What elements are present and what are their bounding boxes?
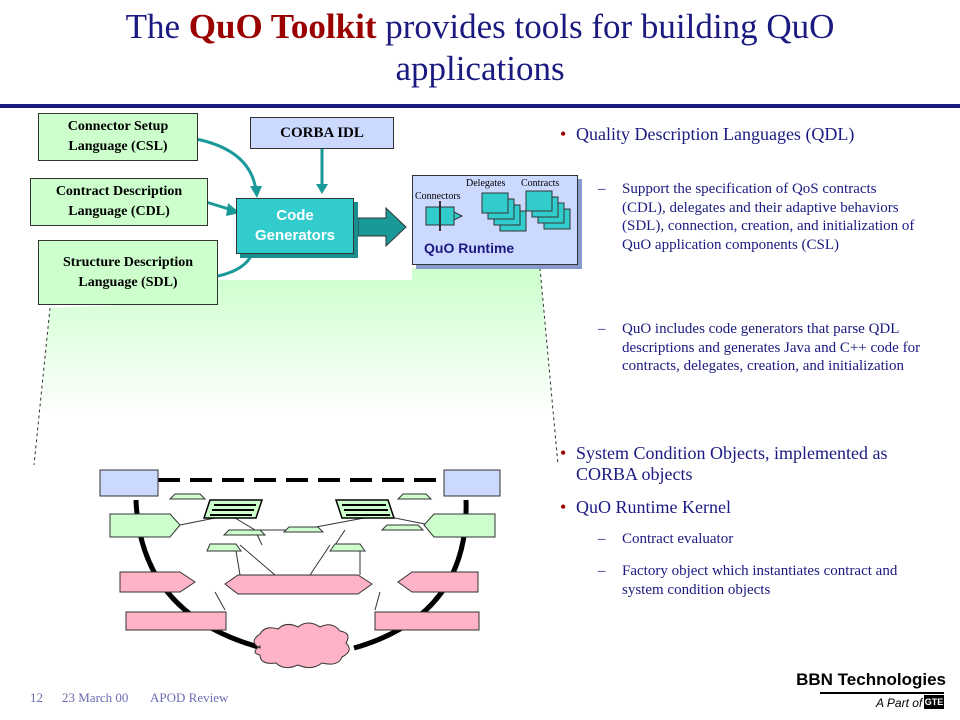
bullet-text: Quality Description Languages (QDL)	[576, 124, 855, 144]
connector-arrow	[453, 211, 464, 221]
subbullet-dash: –	[598, 181, 606, 197]
logo-name: BBN Technologies	[796, 670, 946, 689]
client-delegate-box	[109, 513, 181, 538]
contract-stack	[525, 190, 553, 212]
subbullet-text: Support the specification of QoS contrac…	[622, 181, 915, 253]
codegen-to-runtime-arrow	[357, 206, 407, 248]
page-title: The QuO Toolkit provides tools for build…	[40, 6, 920, 90]
subbullet-text: Factory object which instantiates contra…	[622, 563, 898, 598]
bullet-dot: •	[560, 124, 567, 144]
gte-label: GTE	[924, 697, 944, 707]
corba-idl-box: CORBA IDL	[250, 117, 394, 149]
sdl-box: Structure Description Language (SDL)	[38, 240, 218, 305]
small-delegate	[282, 526, 325, 533]
contracts-label: Contracts	[521, 178, 560, 189]
link-line	[374, 591, 381, 611]
subbullet-text: QuO includes code generators that parse …	[622, 321, 921, 374]
subbullet-dash: –	[598, 563, 606, 579]
delegate-stack	[481, 192, 509, 214]
code-generators-box: Code Generators	[236, 198, 354, 254]
bullet-dot: •	[560, 443, 567, 463]
bullet-text: QuO Runtime Kernel	[576, 497, 731, 517]
csl-label: Connector Setup Language (CSL)	[67, 119, 169, 154]
small-delegate	[168, 493, 207, 500]
sdl-arrow	[217, 253, 254, 278]
quo-runtime-label: QuO Runtime	[424, 240, 515, 256]
small-delegate	[396, 493, 433, 500]
footer-event: APOD Review	[150, 690, 229, 705]
small-delegate	[380, 524, 425, 531]
subbullet-spec: –Support the specification of QoS contra…	[598, 180, 922, 254]
gte-badge: GTE	[924, 695, 944, 709]
corba-idl-label: CORBA IDL	[280, 124, 364, 141]
logo-sub: A Part of	[876, 696, 923, 710]
title-suffix: provides tools for building QuO applicat…	[376, 7, 835, 88]
sysobj-bottom-left	[125, 611, 227, 631]
subbullet-codegen: –QuO includes code generators that parse…	[598, 320, 922, 376]
subbullet-dash: –	[598, 531, 606, 547]
link-line	[214, 591, 226, 611]
delegates-label: Delegates	[466, 178, 506, 189]
logo-underline	[820, 692, 944, 694]
bullet-kernel: • QuO Runtime Kernel	[560, 497, 896, 518]
small-delegate	[206, 543, 242, 552]
server-box	[443, 469, 501, 497]
subbullet-factory: –Factory object which instantiates contr…	[598, 562, 922, 599]
bbn-logo: BBN Technologies A Part of GTE	[790, 670, 950, 712]
connectors-label: Connectors	[415, 191, 461, 202]
funnel-edge-right	[539, 267, 559, 466]
link-line	[239, 544, 276, 576]
sysobj-center	[224, 574, 373, 595]
small-delegate	[329, 543, 366, 552]
sysobj-left	[119, 571, 196, 593]
page-number: 12	[30, 690, 43, 705]
bullet-dot: •	[560, 497, 567, 517]
csl-arrow	[195, 137, 258, 191]
network-cloud	[253, 622, 350, 669]
bullet-qdl: • Quality Description Languages (QDL)	[560, 124, 896, 145]
small-delegate	[222, 529, 267, 536]
sysobj-bottom-right	[374, 611, 480, 631]
client-box	[99, 469, 159, 497]
csl-arrowhead	[250, 186, 262, 198]
code-generators-label: Code Generators	[254, 207, 336, 244]
csl-box: Connector Setup Language (CSL)	[38, 113, 198, 161]
funnel-edge-left	[33, 307, 51, 466]
cdl-label: Contract Description Language (CDL)	[55, 184, 183, 219]
sdl-label: Structure Description Language (SDL)	[63, 254, 193, 290]
idl-arrowhead	[316, 184, 328, 194]
title-rule	[0, 104, 960, 108]
cdl-box: Contract Description Language (CDL)	[30, 178, 208, 226]
link-line	[334, 529, 346, 546]
sysobj-right	[397, 571, 479, 593]
title-prefix: The	[125, 7, 189, 46]
footer-date: 23 March 00	[62, 690, 129, 705]
subbullet-text: Contract evaluator	[622, 531, 734, 547]
bullet-text: System Condition Objects, implemented as…	[576, 443, 888, 484]
link-line	[309, 544, 331, 576]
funnel-region	[34, 268, 558, 465]
subbullet-dash: –	[598, 321, 606, 337]
runtime-components	[425, 190, 571, 232]
subbullet-evaluator: –Contract evaluator	[598, 530, 922, 549]
bullet-syscond: • System Condition Objects, implemented a…	[560, 443, 896, 485]
title-bold: QuO Toolkit	[188, 7, 377, 46]
server-delegate-box	[423, 513, 496, 538]
